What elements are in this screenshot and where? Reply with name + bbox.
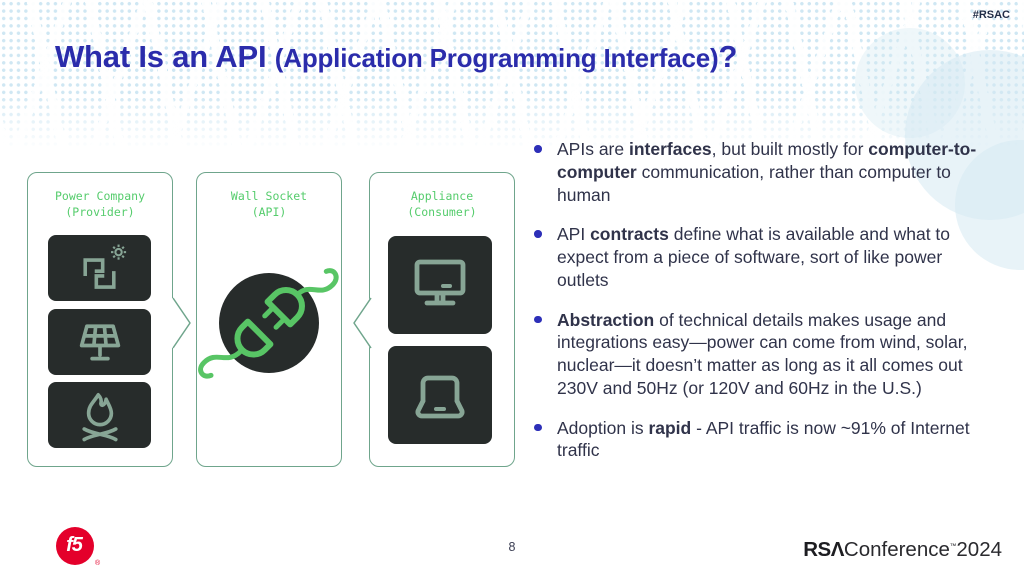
- bullet-item: API contracts define what is available a…: [530, 223, 992, 291]
- rsa-conference-logo: RSΛConference™2024: [803, 538, 1002, 562]
- connector-chevron-left: [353, 297, 376, 349]
- bullet-item: APIs are interfaces, but built mostly fo…: [530, 138, 992, 206]
- rsa-logo-year: 2024: [956, 538, 1002, 561]
- connector-chevron-right: [168, 297, 191, 349]
- f5-logo: f5: [56, 527, 94, 565]
- api-box: Wall Socket (API): [196, 172, 342, 467]
- slide-title-main: What Is an API: [55, 39, 275, 74]
- wind-sun-energy-icon: [83, 244, 127, 289]
- appliance-tile: [388, 236, 492, 334]
- f5-logo-text: f5: [66, 533, 83, 556]
- registered-trademark-symbol: ®: [95, 560, 101, 567]
- provider-box: Power Company (Provider): [27, 172, 173, 467]
- campfire-icon: [81, 393, 118, 442]
- bullet-item: Abstraction of technical details makes u…: [530, 309, 992, 400]
- energy-source-tile: [48, 382, 151, 448]
- energy-source-tile: [48, 235, 151, 301]
- bullet-list: APIs are interfaces, but built mostly fo…: [530, 138, 992, 479]
- rsa-logo-bold: RSΛ: [803, 538, 844, 561]
- slide-title-end: ?: [718, 39, 738, 74]
- desktop-monitor-icon: [414, 259, 466, 306]
- dot-pattern-background: [0, 0, 1024, 150]
- consumer-label: Appliance (Consumer): [407, 189, 477, 220]
- conference-hashtag: #RSAC: [972, 9, 1010, 21]
- consumer-box: Appliance (Consumer): [369, 172, 515, 467]
- bullet-item: Adoption is rapid - API traffic is now ~…: [530, 417, 992, 463]
- provider-label: Power Company (Provider): [54, 189, 145, 220]
- slide-title: What Is an API (Application Programming …: [55, 38, 737, 75]
- plug-connection-icon: [198, 268, 339, 379]
- slide-title-paren: (Application Programming Interface): [274, 43, 719, 73]
- trademark-symbol: ™: [949, 543, 957, 551]
- laptop-icon: [415, 375, 465, 419]
- api-label: Wall Socket (API): [230, 189, 308, 220]
- energy-source-tile: [48, 309, 151, 375]
- appliance-tile: [388, 346, 492, 444]
- rsa-logo-conference: Conference: [843, 538, 950, 561]
- page-number: 8: [508, 540, 516, 554]
- solar-panel-icon: [79, 324, 120, 361]
